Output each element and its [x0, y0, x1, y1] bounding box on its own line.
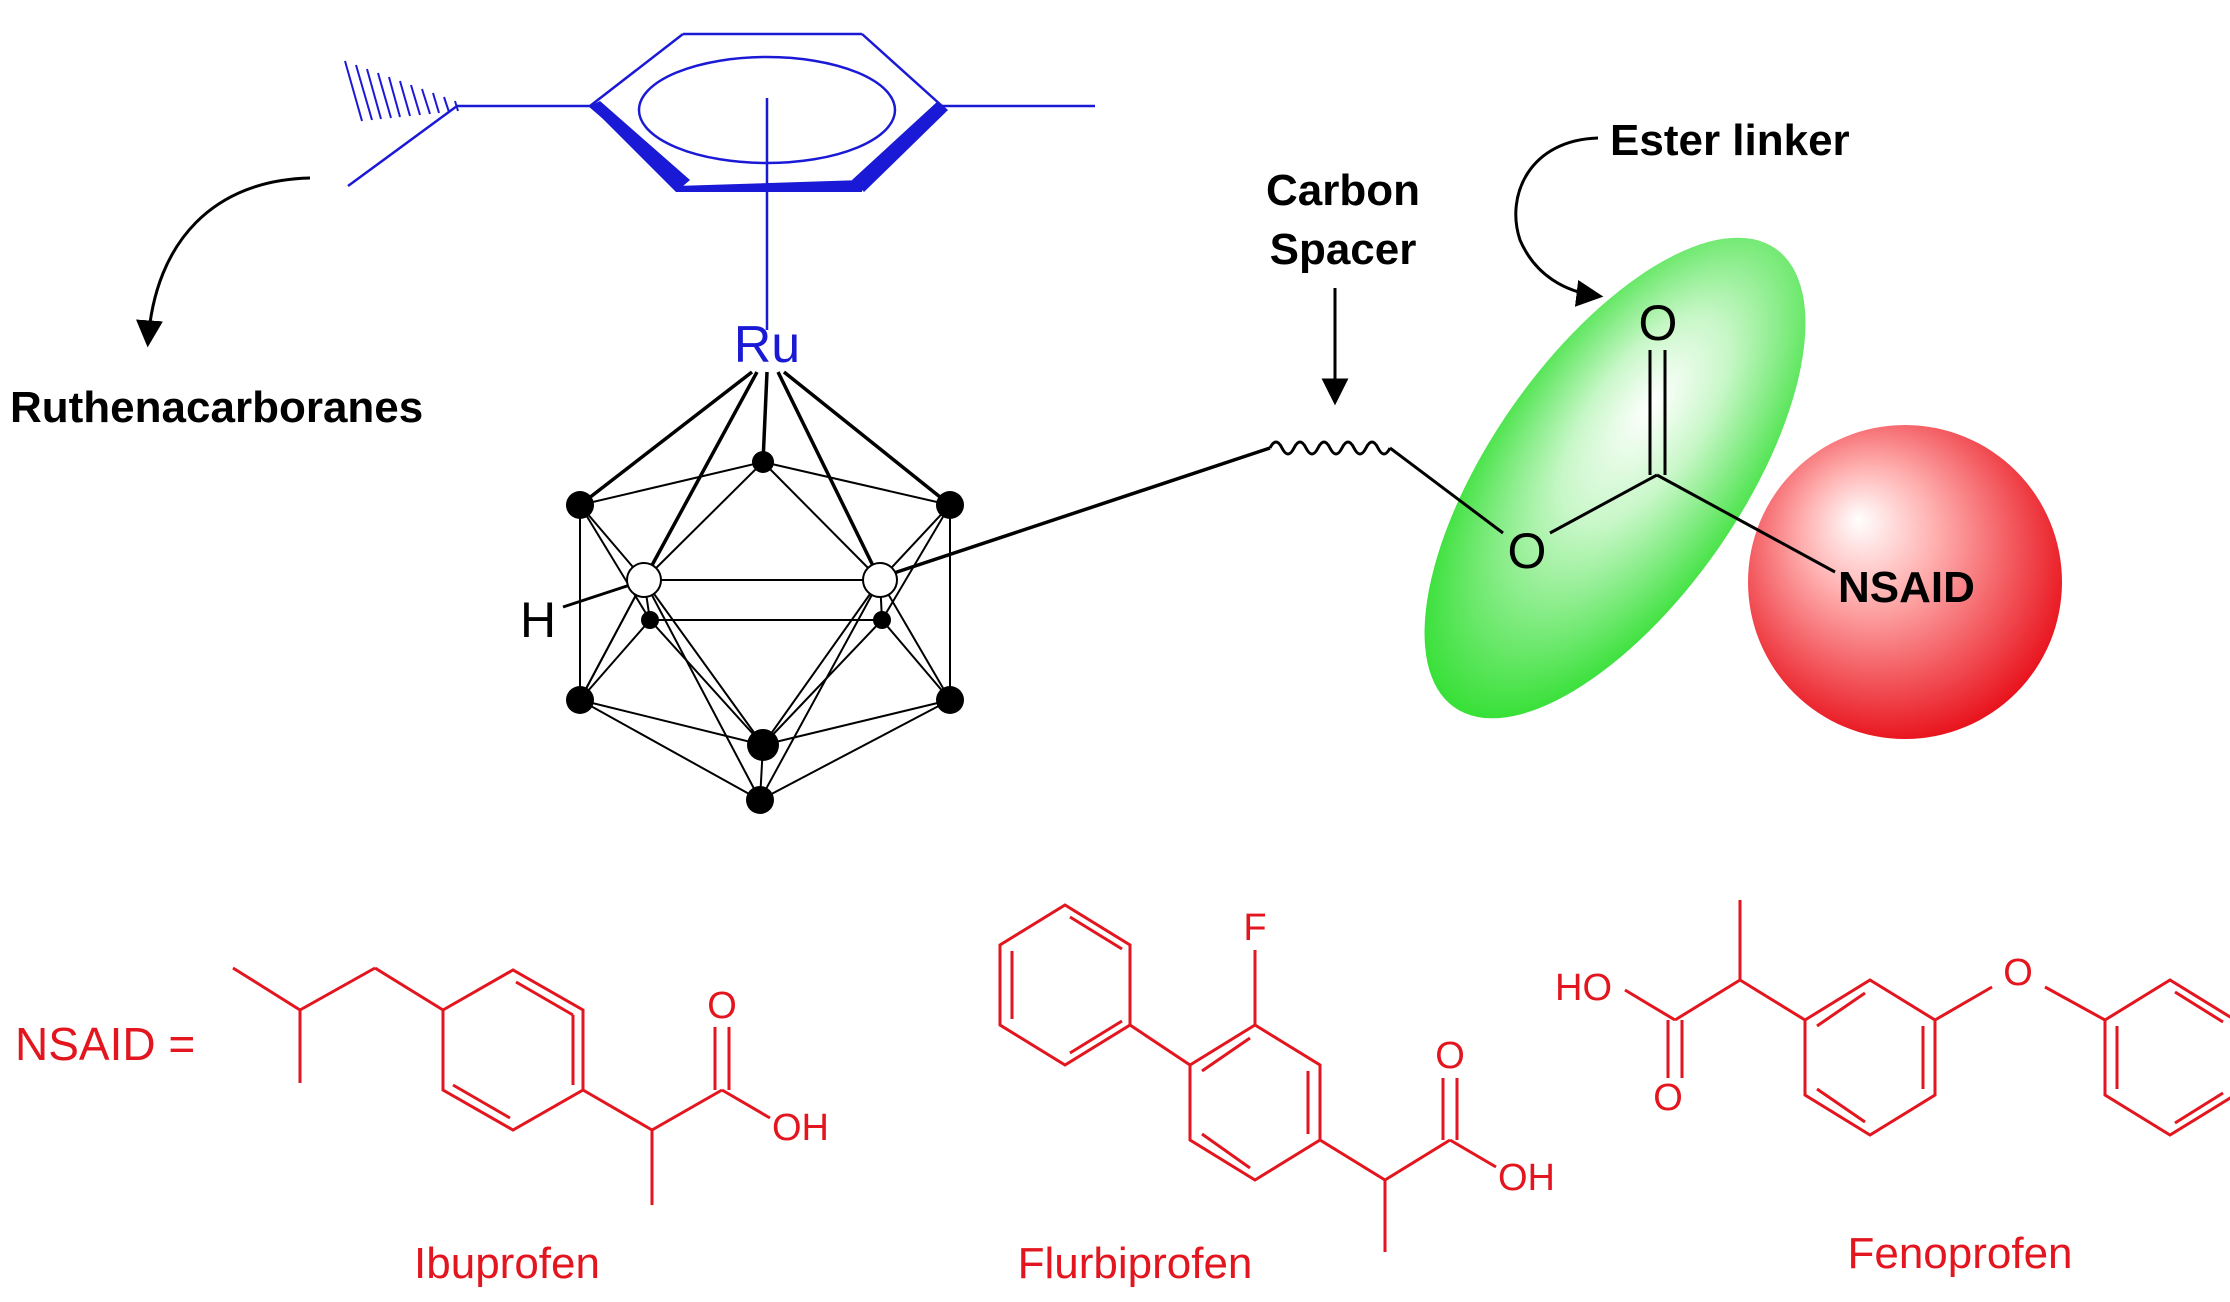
- ruthenium-label: Ru: [734, 316, 800, 374]
- ibuprofen-oh-label: OH: [772, 1107, 829, 1149]
- spacer-to-oxygen-bond: [1389, 446, 1504, 535]
- ibuprofen-o-label: O: [707, 985, 737, 1027]
- flurbiprofen-oh-label: OH: [1498, 1157, 1555, 1199]
- ester-group: [1549, 350, 1836, 574]
- ibuprofen-structure: [232, 966, 771, 1205]
- nsaid-sphere-label: NSAID: [1838, 563, 1975, 612]
- cluster-atoms: [566, 451, 964, 814]
- carbon-spacer-label-line1: Carbon: [1266, 166, 1420, 215]
- ester-linker-label: Ester linker: [1610, 116, 1850, 165]
- ester-linker-ellipse: [1424, 237, 1806, 719]
- ruthenacarboranes-label: Ruthenacarboranes: [10, 383, 423, 432]
- nsaid-equals-label: NSAID =: [15, 1018, 195, 1070]
- carbon-spacer-wave: [1268, 440, 1392, 456]
- fenoprofen-ho-label: HO: [1555, 967, 1612, 1009]
- fenoprofen-ether-o-label: O: [2003, 952, 2033, 994]
- flurbiprofen-structure: [998, 903, 1497, 1252]
- nsaid-sphere: [1748, 425, 2062, 739]
- flurbiprofen-name: Flurbiprofen: [1018, 1239, 1253, 1288]
- ruthenacarborane-arrow: [136, 176, 311, 348]
- fenoprofen-o-label: O: [1653, 1077, 1683, 1119]
- p-cymene-arene: [347, 32, 1095, 330]
- ester-oxygen-label: O: [1508, 523, 1547, 579]
- flurbiprofen-f-label: F: [1243, 907, 1266, 949]
- fenoprofen-name: Fenoprofen: [1847, 1229, 2072, 1278]
- carbonyl-oxygen-label: O: [1639, 295, 1678, 351]
- ester-linker-arrow: [1514, 136, 1604, 307]
- hashed-wedge-bond: [344, 60, 459, 122]
- carbon-spacer-label-line2: Spacer: [1270, 225, 1417, 274]
- ibuprofen-name: Ibuprofen: [414, 1239, 600, 1288]
- hydrogen-label: H: [520, 592, 556, 648]
- carborane-cluster: [562, 370, 1271, 801]
- flurbiprofen-o-label: O: [1435, 1035, 1465, 1077]
- fenoprofen-structure: [1624, 900, 2230, 1137]
